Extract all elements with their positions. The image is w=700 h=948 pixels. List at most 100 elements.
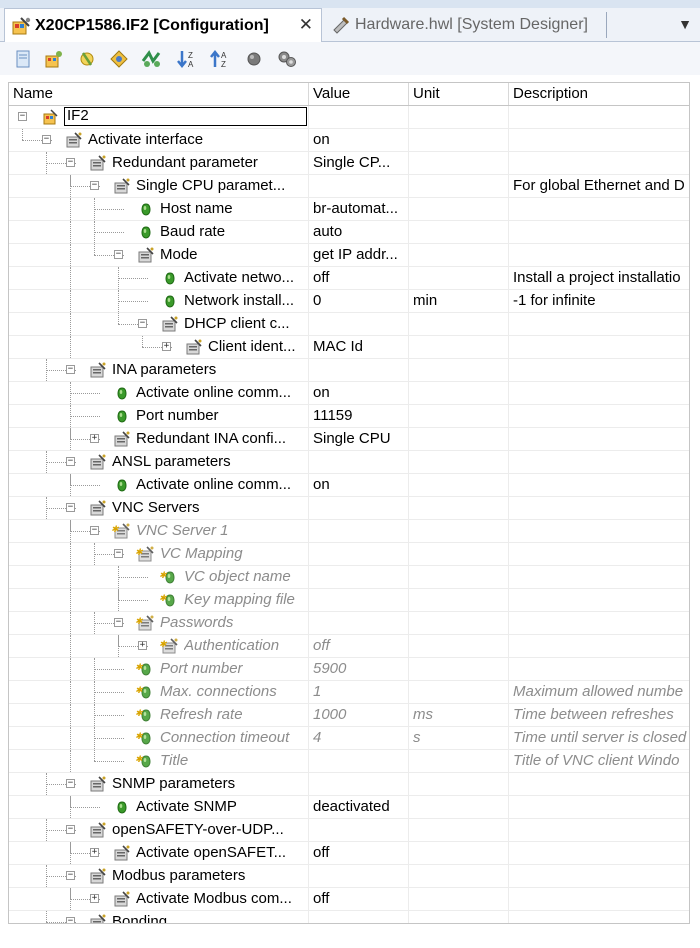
table-row[interactable]: −Single CPU paramet...For global Etherne…: [9, 175, 689, 198]
table-row[interactable]: −SNMP parameters: [9, 773, 689, 796]
name-cell[interactable]: Activate SNMP: [9, 796, 309, 818]
table-row[interactable]: −✱VC Mapping: [9, 543, 689, 566]
collapse-icon[interactable]: −: [66, 502, 75, 512]
value-cell[interactable]: [309, 589, 409, 611]
collapse-icon[interactable]: −: [66, 456, 75, 466]
name-cell[interactable]: ✱Key mapping file: [9, 589, 309, 611]
name-cell[interactable]: −✱VC Mapping: [9, 543, 309, 565]
name-cell[interactable]: Activate online comm...: [9, 382, 309, 404]
collapse-icon[interactable]: −: [66, 778, 75, 788]
expand-icon[interactable]: +: [138, 640, 147, 650]
value-cell[interactable]: 4: [309, 727, 409, 749]
collapse-icon[interactable]: −: [66, 824, 75, 834]
collapse-icon[interactable]: −: [114, 249, 123, 259]
value-cell[interactable]: [309, 359, 409, 381]
table-row[interactable]: ✱Key mapping file: [9, 589, 689, 612]
name-cell[interactable]: −Redundant parameter: [9, 152, 309, 174]
collapse-icon[interactable]: −: [42, 134, 51, 144]
value-cell[interactable]: [309, 566, 409, 588]
table-row[interactable]: −✱VNC Server 1: [9, 520, 689, 543]
name-cell[interactable]: +Client ident...: [9, 336, 309, 358]
table-row[interactable]: −DHCP client c...: [9, 313, 689, 336]
name-cell[interactable]: ✱Port number: [9, 658, 309, 680]
collapse-icon[interactable]: −: [66, 870, 75, 880]
settings-icon[interactable]: [276, 48, 298, 70]
value-cell[interactable]: [309, 106, 409, 128]
collapse-icon[interactable]: −: [66, 364, 75, 374]
column-header-name[interactable]: Name: [9, 83, 309, 105]
goto-icon[interactable]: [108, 48, 130, 70]
value-cell[interactable]: [309, 911, 409, 923]
value-cell[interactable]: off: [309, 842, 409, 864]
table-row[interactable]: −✱Passwords: [9, 612, 689, 635]
name-cell[interactable]: ✱Refresh rate: [9, 704, 309, 726]
name-cell[interactable]: Activate netwo...: [9, 267, 309, 289]
name-cell[interactable]: Baud rate: [9, 221, 309, 243]
name-cell[interactable]: −Mode: [9, 244, 309, 266]
name-cell[interactable]: +Redundant INA confi...: [9, 428, 309, 450]
value-cell[interactable]: off: [309, 267, 409, 289]
name-cell[interactable]: Port number: [9, 405, 309, 427]
close-icon[interactable]: ✕: [298, 15, 313, 34]
table-row[interactable]: −Bonding: [9, 911, 689, 924]
collapse-icon[interactable]: −: [90, 180, 99, 190]
table-row[interactable]: −ANSL parameters: [9, 451, 689, 474]
collapse-icon[interactable]: −: [66, 916, 75, 924]
value-cell[interactable]: on: [309, 129, 409, 151]
name-cell[interactable]: ✱Title: [9, 750, 309, 772]
name-cell[interactable]: ✱Max. connections: [9, 681, 309, 703]
table-row[interactable]: +Activate Modbus com...off: [9, 888, 689, 911]
value-cell[interactable]: 1000: [309, 704, 409, 726]
value-cell[interactable]: 1: [309, 681, 409, 703]
name-cell[interactable]: Host name: [9, 198, 309, 220]
chevron-down-icon[interactable]: ▼: [678, 16, 692, 32]
sync-icon[interactable]: [76, 48, 98, 70]
value-cell[interactable]: [309, 543, 409, 565]
table-row[interactable]: +Client ident...MAC Id: [9, 336, 689, 359]
value-cell[interactable]: 5900: [309, 658, 409, 680]
name-cell[interactable]: −✱Passwords: [9, 612, 309, 634]
name-cell[interactable]: −DHCP client c...: [9, 313, 309, 335]
value-cell[interactable]: MAC Id: [309, 336, 409, 358]
value-cell[interactable]: Single CPU: [309, 428, 409, 450]
table-row[interactable]: +Activate openSAFET...off: [9, 842, 689, 865]
collapse-icon[interactable]: −: [114, 548, 123, 558]
value-cell[interactable]: [309, 520, 409, 542]
value-cell[interactable]: [309, 497, 409, 519]
value-cell[interactable]: [309, 819, 409, 841]
value-cell[interactable]: 0: [309, 290, 409, 312]
collapse-icon[interactable]: −: [138, 318, 147, 328]
value-cell[interactable]: [309, 175, 409, 197]
column-header-unit[interactable]: Unit: [409, 83, 509, 105]
collapse-icon[interactable]: −: [90, 525, 99, 535]
value-cell[interactable]: get IP addr...: [309, 244, 409, 266]
name-cell[interactable]: +Activate openSAFET...: [9, 842, 309, 864]
value-cell[interactable]: Single CP...: [309, 152, 409, 174]
name-cell[interactable]: −ANSL parameters: [9, 451, 309, 473]
value-cell[interactable]: auto: [309, 221, 409, 243]
table-row[interactable]: +Redundant INA confi...Single CPU: [9, 428, 689, 451]
value-cell[interactable]: off: [309, 888, 409, 910]
name-cell[interactable]: −Activate interface: [9, 129, 309, 151]
table-row[interactable]: −IF2: [9, 106, 689, 129]
root-name-editor[interactable]: IF2: [64, 107, 307, 126]
expand-icon[interactable]: [141, 48, 163, 70]
tab-configuration[interactable]: X20CP1586.IF2 [Configuration] ✕: [4, 8, 322, 42]
name-cell[interactable]: +Activate Modbus com...: [9, 888, 309, 910]
